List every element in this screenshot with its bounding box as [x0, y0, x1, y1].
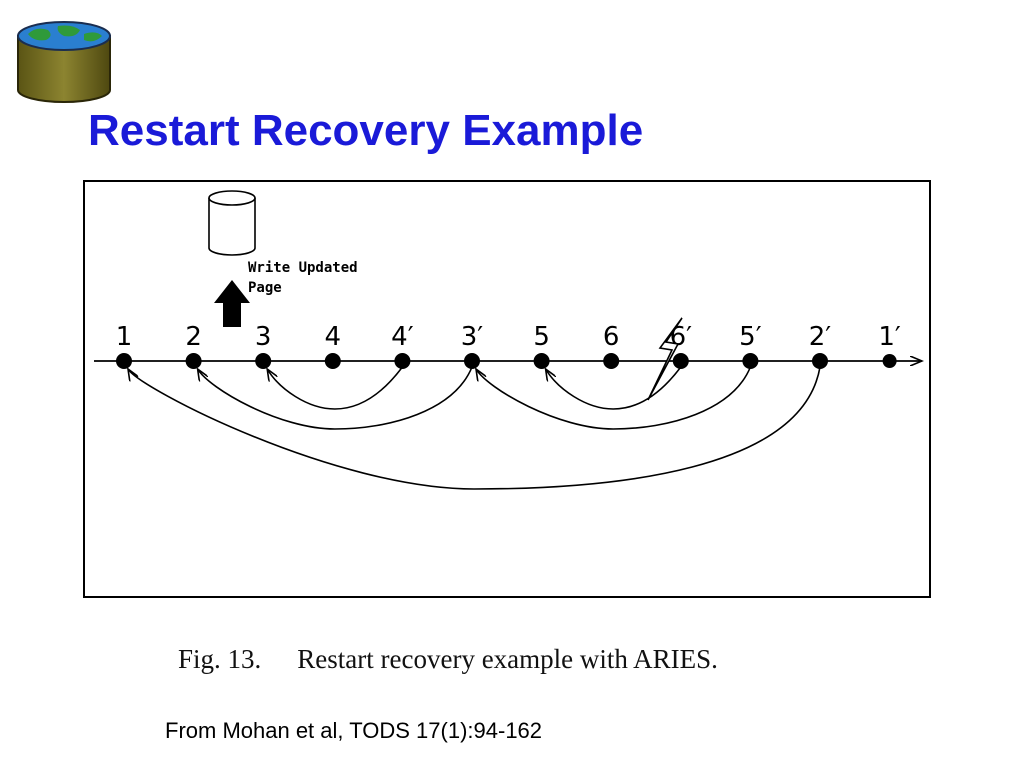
compensation-link [128, 366, 821, 490]
lsn-label: 2′ [809, 322, 832, 352]
log-record-point [672, 353, 689, 369]
figure-caption-text: Restart recovery example with ARIES. [297, 644, 718, 674]
lsn-label: 4 [325, 322, 342, 352]
lsn-label: 3 [255, 322, 272, 352]
compensation-link [198, 366, 473, 430]
write-note-line-1: Write Updated [248, 260, 358, 276]
compensation-links [128, 366, 821, 490]
lsn-label: 1′ [878, 322, 901, 352]
compensation-link [546, 366, 682, 410]
lsn-label: 6 [603, 322, 620, 352]
write-arrow-icon [214, 280, 250, 327]
compensation-link [476, 366, 752, 430]
log-record-points [116, 353, 897, 369]
source-citation: From Mohan et al, TODS 17(1):94-162 [165, 718, 543, 743]
lsn-label: 5′ [739, 322, 762, 352]
log-record-point [116, 353, 132, 369]
figure-frame [83, 180, 931, 598]
log-record-point [742, 353, 759, 369]
log-record-point [533, 353, 550, 369]
slide-title: Restart Recovery Example [88, 106, 644, 155]
lightning-crash-icon [647, 317, 683, 401]
log-record-point [882, 354, 897, 368]
lsn-label: 3′ [461, 322, 484, 352]
lsn-label: 1 [116, 322, 133, 352]
log-record-point [394, 353, 411, 369]
log-record-point [185, 353, 202, 369]
compensation-link [267, 366, 404, 410]
log-record-point [812, 353, 828, 369]
lsn-label: 2 [185, 322, 202, 352]
log-record-point [464, 353, 480, 369]
disk-icon [208, 190, 256, 256]
figure-caption: Fig. 13. Restart recovery example with AR… [178, 644, 718, 675]
log-record-point [324, 353, 341, 369]
log-record-point [603, 353, 620, 369]
figure-number: Fig. 13. [178, 644, 262, 674]
globe-database-icon [17, 21, 111, 103]
log-record-point [255, 353, 272, 369]
lsn-label: 4′ [391, 322, 414, 352]
write-note-line-2: Page [248, 280, 282, 296]
lsn-label: 5 [533, 322, 550, 352]
